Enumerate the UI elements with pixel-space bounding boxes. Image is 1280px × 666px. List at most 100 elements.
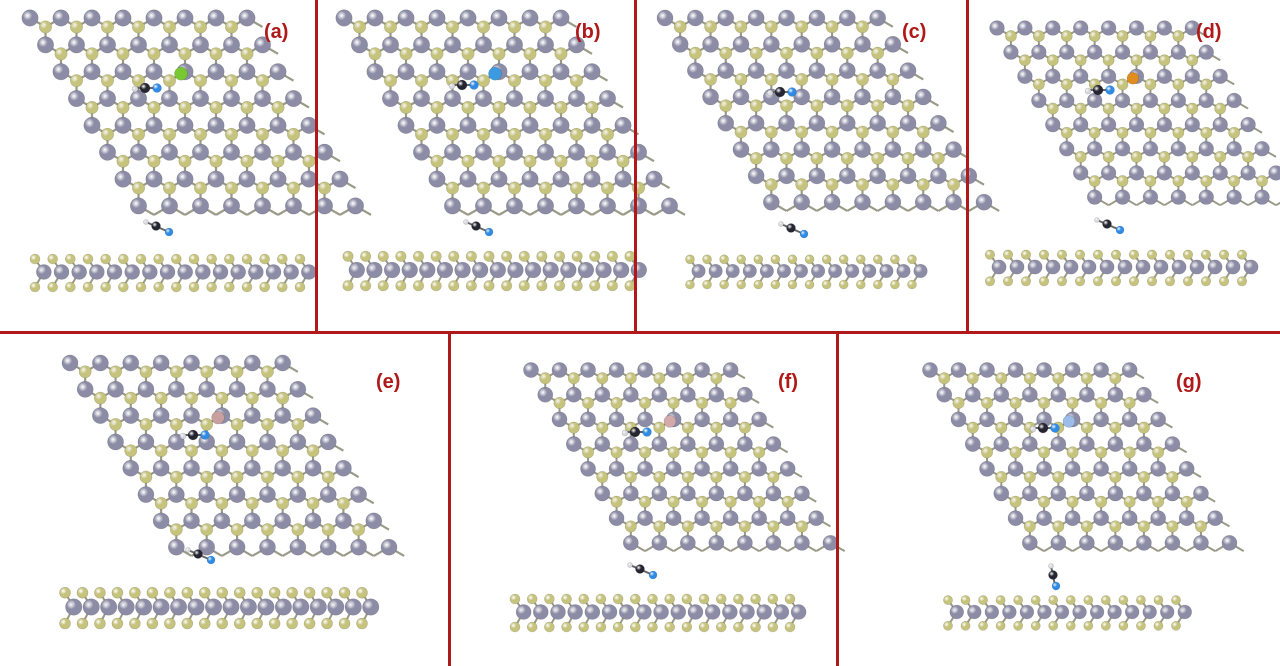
chalcogen-atom	[596, 372, 609, 385]
chalcogen-atom	[1023, 520, 1036, 533]
metal-atom	[1099, 259, 1115, 275]
chalcogen-atom	[767, 471, 780, 484]
metal-atom	[315, 197, 333, 215]
metal-atom	[1184, 20, 1200, 36]
chalcogen-atom	[225, 127, 239, 141]
metal-atom	[899, 62, 917, 79]
chalcogen-atom	[276, 391, 290, 405]
metal-atom	[204, 598, 223, 616]
metal-atom	[1107, 436, 1124, 452]
chalcogen-atom	[1020, 249, 1032, 260]
metal-atom	[265, 264, 282, 280]
chalcogen-atom	[1092, 276, 1104, 287]
metal-atom	[869, 114, 886, 132]
metal-atom	[747, 9, 765, 27]
metal-atom	[950, 362, 967, 378]
metal-atom	[551, 411, 568, 428]
chalcogen-atom	[1172, 126, 1185, 139]
chalcogen-atom	[1109, 421, 1122, 434]
chalcogen-atom	[553, 250, 566, 262]
metal-atom	[687, 604, 704, 620]
pink-dopant-atom	[211, 410, 225, 425]
carbon-atom	[786, 223, 796, 233]
chalcogen-atom	[647, 621, 658, 633]
metal-atom	[584, 604, 601, 620]
chalcogen-atom	[767, 520, 780, 533]
carbon-atom	[635, 564, 645, 574]
metal-atom	[762, 35, 780, 53]
hydrogen-atom	[185, 547, 191, 553]
metal-atom	[521, 170, 539, 188]
metal-atom	[192, 36, 210, 54]
chalcogen-atom	[206, 253, 217, 265]
metal-atom	[1050, 436, 1067, 452]
adsorbed-molecule	[143, 219, 174, 237]
chalcogen-atom	[178, 47, 192, 61]
metal-atom	[945, 193, 962, 211]
chalcogen-atom	[194, 20, 208, 34]
chalcogen-atom	[1130, 102, 1143, 115]
metal-atom	[991, 259, 1007, 275]
chalcogen-atom	[1095, 495, 1108, 508]
carbon-atom	[1102, 219, 1112, 229]
chalcogen-atom	[715, 621, 727, 633]
chalcogen-atom	[733, 593, 744, 605]
metal-atom	[536, 36, 554, 54]
chalcogen-atom	[624, 471, 637, 484]
chalcogen-atom	[1180, 495, 1193, 508]
metal-atom	[622, 386, 639, 403]
chalcogen-atom	[770, 279, 781, 290]
chalcogen-atom	[664, 593, 675, 605]
chalcogen-atom	[259, 253, 270, 265]
metal-atom	[68, 36, 86, 54]
metal-atom	[1021, 386, 1038, 403]
chalcogen-atom	[995, 620, 1006, 631]
chalcogen-atom	[1182, 276, 1194, 287]
metal-atom	[284, 143, 302, 161]
metal-atom	[1128, 165, 1145, 181]
metal-atom	[1031, 92, 1047, 109]
chalcogen-atom	[430, 280, 442, 292]
chalcogen-atom	[753, 279, 764, 290]
metal-atom	[598, 143, 616, 161]
chalcogen-atom	[1052, 372, 1065, 385]
chalcogen-atom	[132, 127, 146, 141]
metal-atom	[1009, 259, 1025, 275]
chalcogen-atom	[1046, 102, 1059, 115]
chalcogen-atom	[445, 181, 459, 195]
chalcogen-atom	[1164, 276, 1176, 287]
metal-atom	[949, 604, 964, 620]
chalcogen-atom	[1052, 520, 1065, 533]
metal-atom	[521, 63, 539, 81]
metal-atom	[1114, 92, 1131, 109]
chalcogen-atom	[111, 586, 124, 599]
metal-atom	[1003, 44, 1019, 60]
adsorbed-molecule	[1094, 217, 1125, 235]
metal-atom	[823, 35, 841, 53]
metal-atom	[152, 459, 170, 477]
nitrogen-atom	[1105, 85, 1115, 95]
chalcogen-atom	[1030, 620, 1041, 631]
chalcogen-atom	[871, 46, 885, 60]
chalcogen-atom	[901, 99, 915, 113]
chalcogen-atom	[414, 20, 428, 34]
chalcogen-atom	[306, 496, 320, 510]
side-view-slab	[509, 593, 807, 633]
metal-atom	[637, 460, 653, 477]
metal-atom	[1164, 485, 1181, 502]
chalcogen-atom	[1002, 276, 1014, 287]
nitrogen-atom	[1051, 581, 1061, 591]
chalcogen-atom	[600, 127, 614, 141]
chalcogen-atom	[181, 586, 194, 599]
chalcogen-atom	[65, 253, 76, 265]
metal-atom	[1045, 116, 1061, 133]
metal-atom	[1086, 189, 1103, 205]
chalcogen-atom	[492, 100, 506, 114]
chalcogen-atom	[54, 47, 68, 61]
metal-atom	[1045, 259, 1061, 275]
metal-atom	[914, 141, 932, 158]
chalcogen-atom	[261, 470, 274, 484]
chalcogen-atom	[1200, 249, 1212, 260]
